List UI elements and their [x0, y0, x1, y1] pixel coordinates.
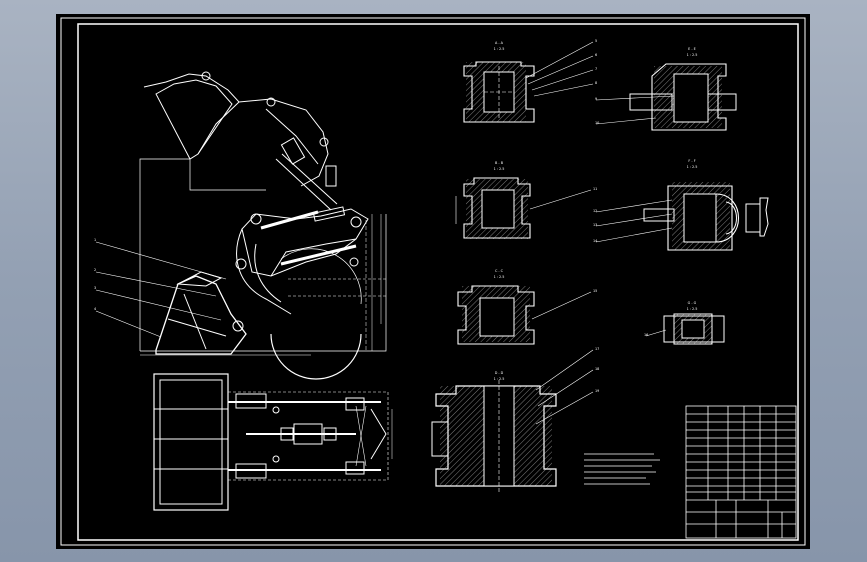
section-title: A - A: [495, 41, 504, 45]
section-c: [457, 285, 592, 345]
leader-number: 16: [644, 333, 648, 337]
leader-number: 3: [94, 286, 96, 290]
section-title: C - C: [495, 269, 504, 273]
leader-number: 8: [595, 81, 597, 85]
section-b: [455, 177, 592, 239]
leader-number: 1: [94, 238, 96, 242]
leader-number: 15: [593, 289, 597, 293]
section-title: E - E: [688, 47, 696, 51]
section-a: [463, 41, 594, 123]
section-scale: 1 : 2.5: [687, 307, 698, 311]
leader-number: 11: [593, 187, 597, 191]
section-f: [595, 182, 769, 251]
leader-number: 17: [595, 347, 599, 351]
leader-number: 10: [595, 121, 599, 125]
section-scale: 1 : 2.5: [687, 53, 698, 57]
leader-number: 4: [94, 307, 96, 311]
section-title: B - B: [495, 161, 504, 165]
leader-number: 2: [94, 268, 96, 272]
section-e: [595, 63, 737, 131]
loader-side-view: [95, 71, 387, 380]
section-scale: 1 : 2.5: [494, 167, 505, 171]
section-scale: 1 : 2.5: [494, 47, 505, 51]
section-scale: 1 : 2.5: [494, 275, 505, 279]
leader-number: 13: [593, 223, 597, 227]
leader-number: 12: [593, 209, 597, 213]
loader-plan-view: [153, 373, 393, 511]
section-title: F - F: [688, 159, 695, 163]
section-g: [645, 313, 725, 345]
drawing-sheet: A - A 1 : 2.5 B - B 1 : 2.5 C - C 1 : 2.5 D - …: [56, 14, 810, 549]
title-block: [685, 405, 797, 539]
section-title: D - D: [495, 371, 504, 375]
technical-notes: [584, 453, 660, 485]
leader-number: 9: [595, 97, 597, 101]
outer-frame: [60, 17, 806, 546]
cad-drawing: A - A 1 : 2.5 B - B 1 : 2.5 C - C 1 : 2.5 D - …: [60, 17, 806, 546]
leader-number: 5: [595, 39, 597, 43]
leader-number: 7: [595, 67, 597, 71]
leader-number: 14: [593, 239, 597, 243]
leader-number: 18: [595, 367, 599, 371]
leader-number: 6: [595, 53, 597, 57]
inner-frame: [77, 23, 799, 541]
leader-number: 19: [595, 389, 599, 393]
section-title: G - G: [688, 301, 697, 305]
section-scale: 1 : 2.5: [687, 165, 698, 169]
section-d: [431, 349, 594, 492]
section-scale: 1 : 2.5: [494, 377, 505, 381]
